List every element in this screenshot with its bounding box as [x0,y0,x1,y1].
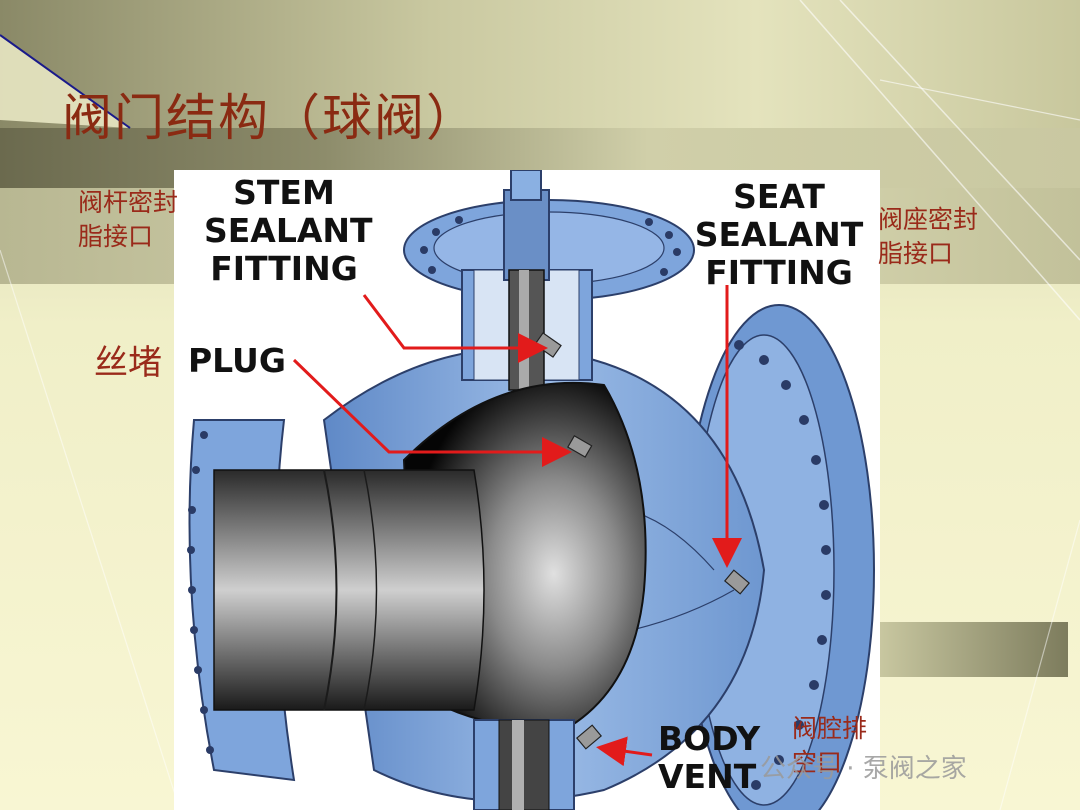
body-vent-label: BODY VENT [658,719,761,796]
seat-sealant-fitting-label: SEAT SEALANT FITTING [694,177,864,292]
stem-sealant-arrow [362,294,548,363]
ball-valve-cutaway-diagram: STEM SEALANT FITTING SEAT SEALANT FITTIN… [174,170,880,810]
body-vent-arrow [596,736,653,767]
lower-stem [473,719,575,810]
left-flange [187,419,485,782]
right-accent-band [880,622,1068,677]
stem-sealant-fitting-label: STEM SEALANT FITTING [204,173,373,288]
plug-cn-label: 丝堵 [94,343,162,383]
stem-sealant-cn-label: 阀杆密封 脂接口 [78,188,179,251]
plug-label: PLUG [188,341,286,380]
slide-title: 阀门结构（球阀） [62,89,478,147]
body-vent-cn-label: 阀腔排 空口 [792,714,868,777]
seat-sealant-cn-label: 阀座密封 脂接口 [878,205,979,268]
pointer-arrows [292,285,742,767]
watermark: 公众号 · 泵阀之家 [760,754,967,784]
plug-arrow [292,358,572,467]
